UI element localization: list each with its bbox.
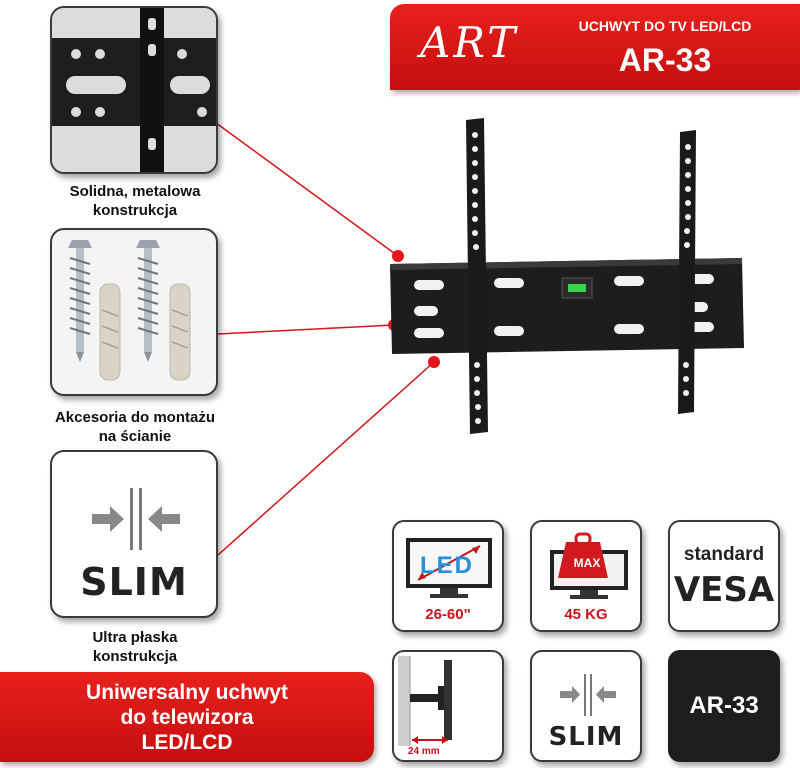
feature-accessories-caption: Akcesoria do montażu na ścianie [54,409,216,445]
feature-accessories-card [50,228,218,396]
banner-line-2: do telewizora [120,706,254,729]
screen-size-label: 26-60" [425,606,471,623]
slim-badge-small: SLIM [548,722,624,752]
weight-max-badge: MAX [573,556,601,570]
side-profile-icon [398,656,452,746]
tile-screen-size: LED 26-60" [392,520,504,632]
led-tv-icon [406,538,492,598]
max-weight-label: 45 KG [564,606,608,623]
compress-arrows-icon [92,488,180,550]
tile-model: AR-33 [668,650,780,762]
tile-slim: SLIM [530,650,642,762]
feature-slim-card: SLIM [50,450,218,618]
vesa-text: VESA [673,570,775,610]
led-screen-text: LED [420,552,474,579]
compress-arrows-small-icon [560,674,616,716]
tile-wall-depth: 24 mm [392,650,504,762]
banner-text: Uniwersalny uchwyt do telewizora LED/LCD [0,680,374,755]
header-banner: ART UCHWYT DO TV LED/LCD AR-33 [390,4,800,90]
header-model: AR-33 [618,42,712,78]
banner-line-1: Uniwersalny uchwyt [86,681,288,704]
vesa-standard-text: standard [683,544,765,565]
header-subtitle: UCHWYT DO TV LED/LCD [578,18,752,34]
depth-label: 24 mm [408,746,440,757]
feature-slim-caption: Ultra płaska konstrukcja [92,629,178,665]
tile-max-weight: MAX 45 KG [530,520,642,632]
slim-badge-large: SLIM [80,560,188,604]
bottom-banner: Uniwersalny uchwyt do telewizora LED/LCD [0,672,374,762]
tile-vesa: standard VESA [668,520,780,632]
brand-logo: ART [420,18,519,67]
screws-anchors-icon [68,240,191,381]
feature-metal-caption: Solidna, metalowa konstrukcja [69,183,201,219]
banner-line-3: LED/LCD [141,731,233,754]
bracket-closeup-icon [52,8,216,172]
tv-bracket-image [390,118,744,434]
model-label: AR-33 [689,692,759,719]
weight-tv-icon [550,532,628,599]
feature-metal-card [50,6,218,174]
